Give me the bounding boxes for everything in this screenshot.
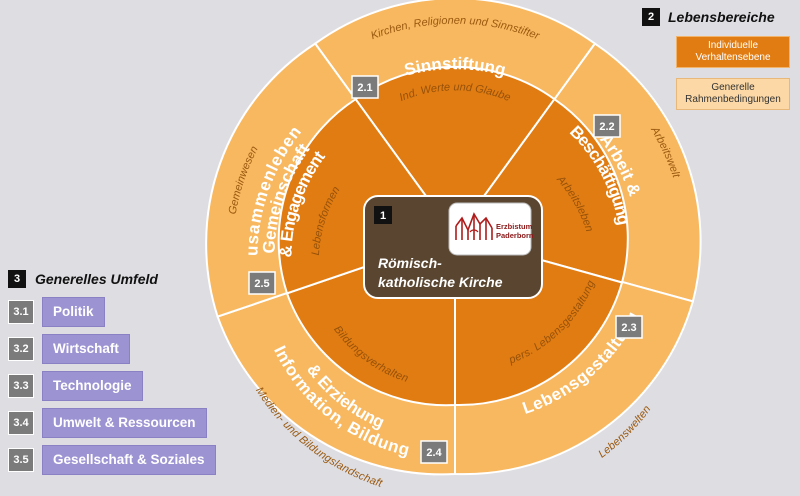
environment-item-label: Wirtschaft [42,334,130,364]
environment-item-number: 3.1 [8,300,34,324]
legend-title: Lebensbereiche [668,9,775,25]
legend-general-line-2: Rahmenbedingungen [685,94,781,105]
center-box: 1 Erzbistum Paderborn Römisch- katholisc… [363,195,543,299]
svg-text:2.2: 2.2 [599,121,614,133]
environment-header: 3 Generelles Umfeld [8,270,248,288]
erzbistum-logo [448,202,532,256]
environment-item-politik: 3.1 Politik [8,297,248,327]
center-title-line-2: katholische Kirche [378,274,503,290]
environment-number: 3 [8,270,26,288]
environment-title: Generelles Umfeld [35,271,158,287]
legend-general-conditions: Generelle Rahmenbedingungen [676,78,790,110]
environment-item-label: Technologie [42,371,143,401]
svg-text:2.5: 2.5 [254,278,269,290]
svg-text:2.1: 2.1 [357,82,372,94]
general-environment: 3 Generelles Umfeld 3.1 Politik 3.2 Wirt… [8,270,248,483]
segment-badge-2-4: 2.4 [420,440,448,464]
environment-item-number: 3.2 [8,337,34,361]
cathedral-icon [455,212,493,240]
environment-item-label: Politik [42,297,105,327]
legend-number: 2 [642,8,660,26]
logo-line-1: Erzbistum [496,222,533,231]
legend-general-line-1: Generelle [711,82,755,93]
segment-badge-2-5: 2.5 [248,271,276,295]
segment-badge-2-2: 2.2 [593,114,621,138]
svg-text:2.4: 2.4 [426,447,442,459]
environment-item-label: Umwelt & Ressourcen [42,408,207,438]
center-title-line-1: Römisch- [378,255,442,271]
svg-text:2.3: 2.3 [621,322,636,334]
legend-individual-line-1: Individuelle [707,40,759,51]
legend-individual-level: Individuelle Verhaltensebene [676,36,790,68]
legend-individual-line-2: Verhaltensebene [695,52,771,63]
logo-line-2: Paderborn [496,231,534,240]
legend: 2 Lebensbereiche Individuelle Verhaltens… [642,8,792,110]
environment-item-wirtschaft: 3.2 Wirtschaft [8,334,248,364]
segment-badge-2-1: 2.1 [351,75,379,99]
environment-item-gesellschaft: 3.5 Gesellschaft & Soziales [8,445,248,475]
environment-item-number: 3.3 [8,374,34,398]
environment-item-technologie: 3.3 Technologie [8,371,248,401]
environment-item-number: 3.4 [8,411,34,435]
center-number-box [374,206,392,224]
legend-header: 2 Lebensbereiche [642,8,792,26]
environment-item-label: Gesellschaft & Soziales [42,445,216,475]
environment-item-number: 3.5 [8,448,34,472]
segment-badge-2-3: 2.3 [615,315,643,339]
center-number: 1 [380,210,386,222]
environment-item-umwelt: 3.4 Umwelt & Ressourcen [8,408,248,438]
